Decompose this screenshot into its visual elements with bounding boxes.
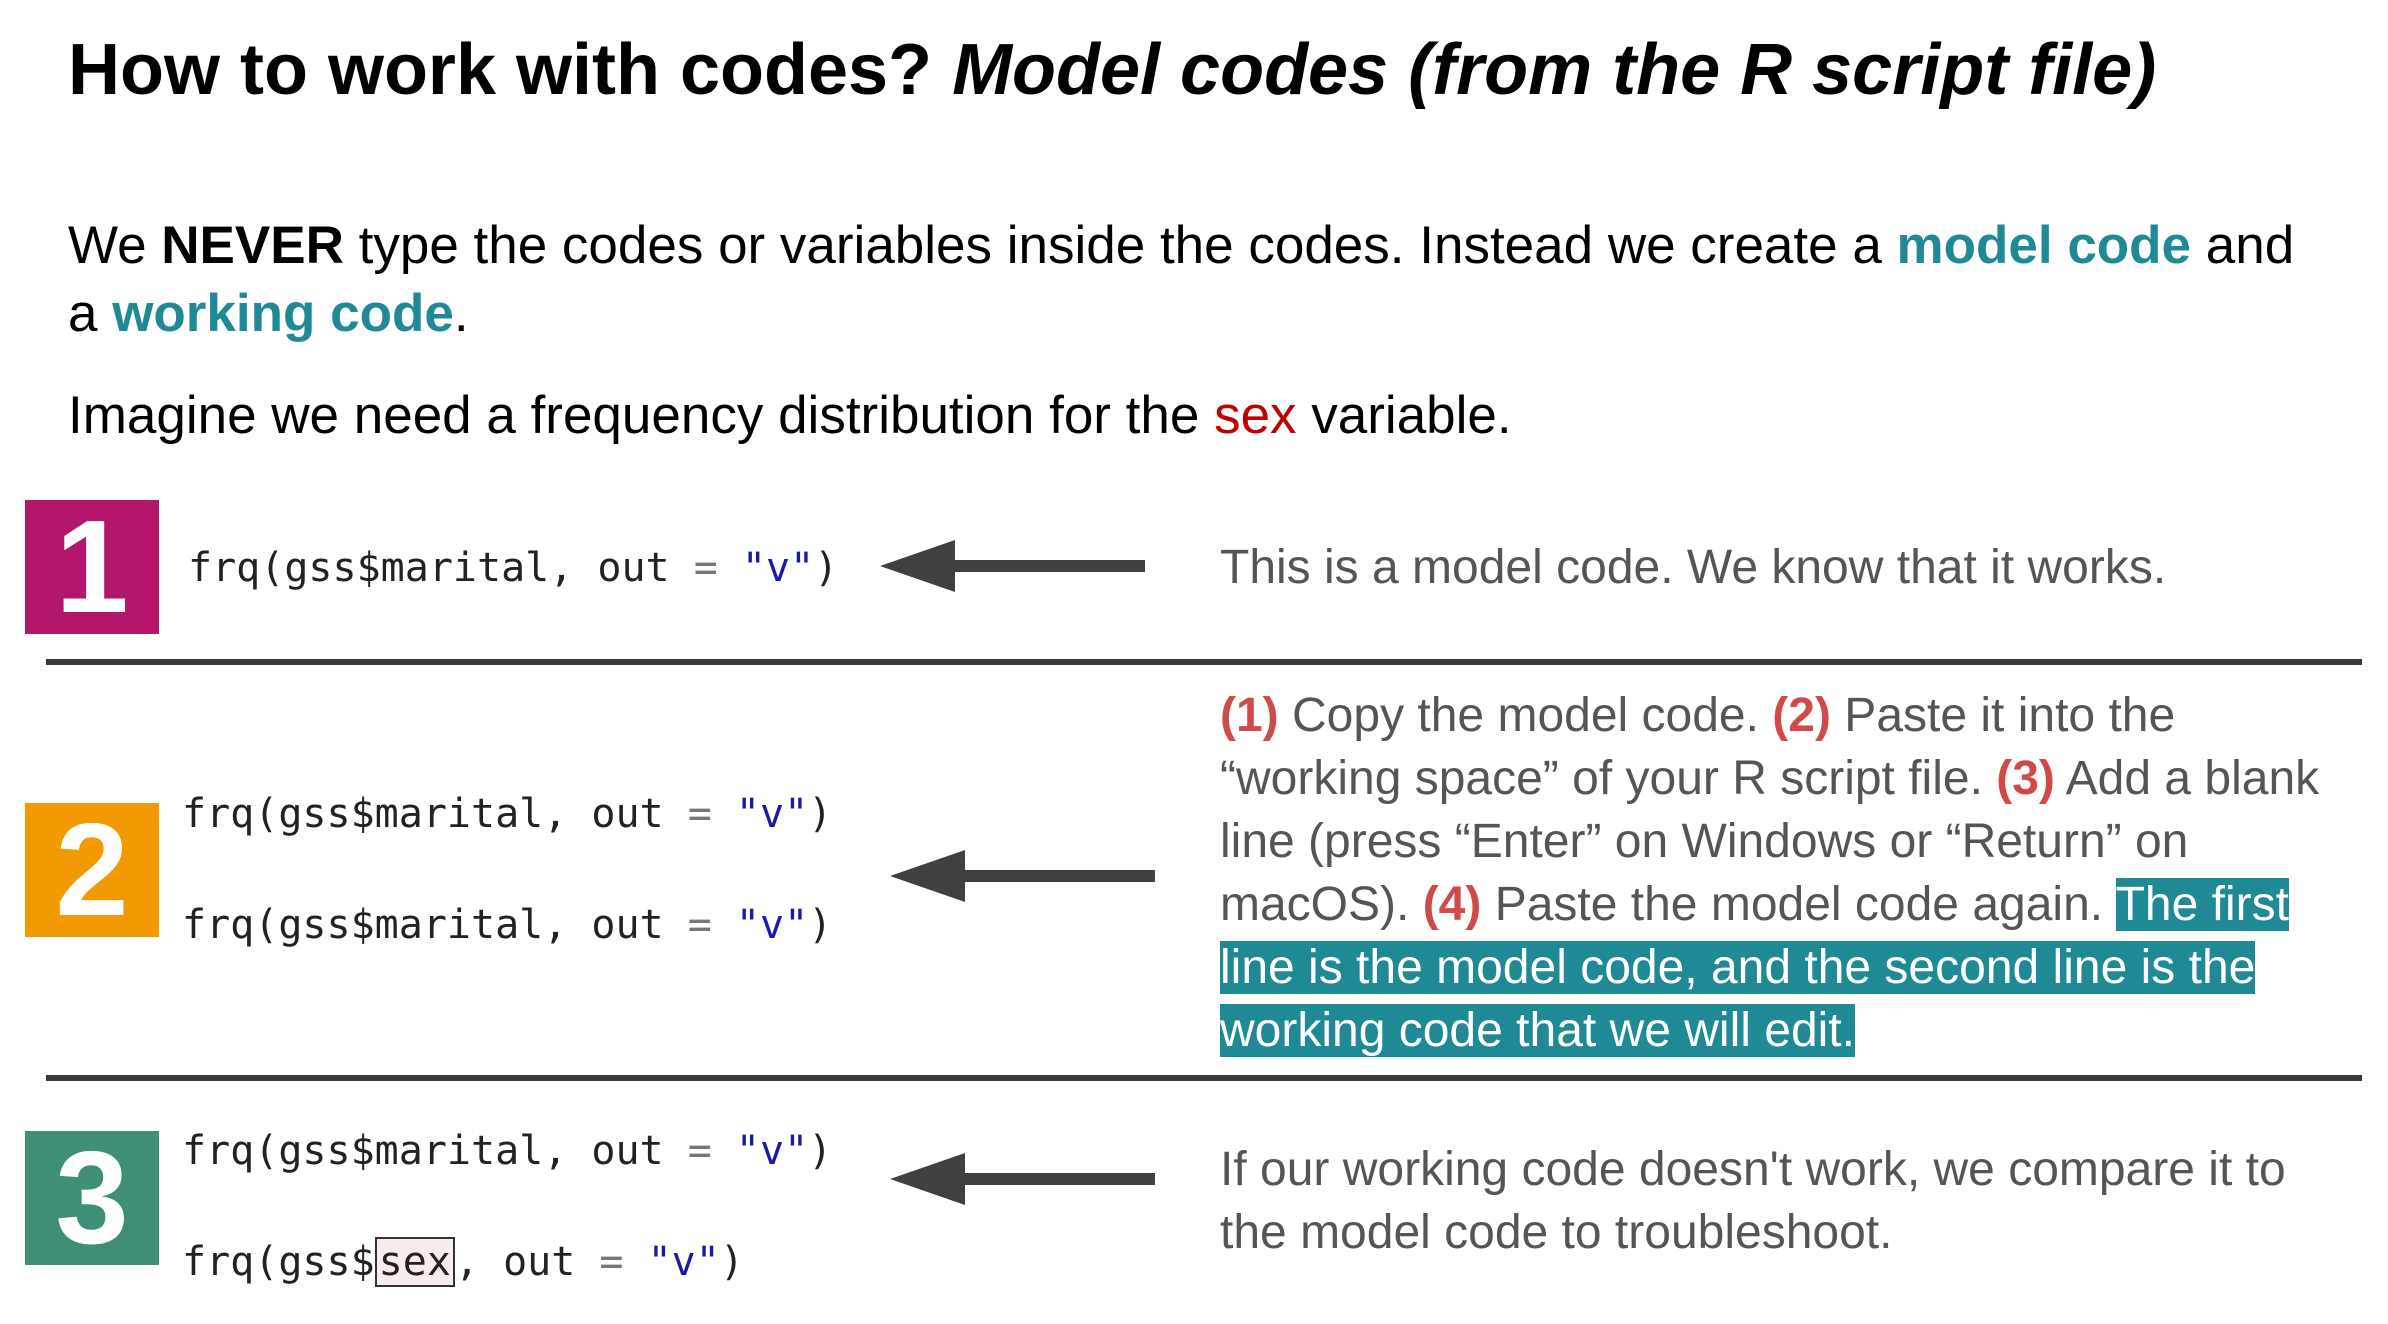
code-text: , out <box>454 1239 600 1285</box>
code-text: ) <box>719 1239 744 1285</box>
code-string: "v" <box>741 545 815 591</box>
step-1-model-code: frq(gss$marital, out = "v") <box>188 540 838 596</box>
intro-text: . <box>453 284 469 343</box>
code-text: frq(gss$marital, out <box>182 1128 688 1174</box>
code-operator: = <box>687 1128 712 1174</box>
step-text: Paste it into the “working space” of you… <box>1220 689 2176 805</box>
divider <box>46 659 2362 665</box>
never-emphasis: NEVER <box>161 216 344 275</box>
code-string: "v" <box>735 791 809 837</box>
code-text: ) <box>808 902 833 948</box>
left-arrow-icon <box>890 1153 1155 1205</box>
left-arrow-icon <box>880 540 1145 592</box>
code-text: ) <box>808 791 833 837</box>
step-text: Paste the model code again. <box>1481 878 2116 931</box>
step-1-badge: 1 <box>25 500 159 634</box>
step-3-description: If our working code doesn't work, we com… <box>1220 1143 2286 1259</box>
code-string: "v" <box>647 1239 720 1285</box>
intro-text: We <box>68 216 162 275</box>
step-text: Add a blank line (press “Enter” on Windo… <box>1220 752 2320 931</box>
title-plain: How to work with codes? <box>68 30 933 110</box>
code-operator: = <box>693 545 718 591</box>
step-2-working-code: frq(gss$marital, out = "v") <box>182 897 832 953</box>
step-2-description: (1) Copy the model code. (2) Paste it in… <box>1220 684 2360 1062</box>
step-3-working-code: frq(gss$sex, out = "v") <box>182 1234 744 1290</box>
divider <box>46 1075 2362 1081</box>
code-text: ) <box>814 545 839 591</box>
model-code-term: model code <box>1896 216 2192 275</box>
title-italic: Model codes (from the R script file) <box>952 30 2157 110</box>
intro-paragraph-1: We NEVER type the codes or variables ins… <box>68 212 2338 348</box>
code-string: "v" <box>735 902 809 948</box>
code-text: frq(gss$ <box>182 1239 375 1285</box>
code-text: frq(gss$marital, out <box>188 545 694 591</box>
working-code-term: working code <box>112 284 454 343</box>
left-arrow-icon <box>890 850 1155 902</box>
step-number: (2) <box>1772 689 1831 742</box>
edited-variable: sex <box>374 1237 455 1287</box>
step-text: Copy the model code. <box>1278 689 1773 742</box>
page-title: How to work with codes? Model codes (fro… <box>68 22 2156 118</box>
intro-text: variable. <box>1296 386 1512 445</box>
step-3-badge: 3 <box>25 1131 159 1265</box>
code-string: "v" <box>735 1128 809 1174</box>
step-3-model-code: frq(gss$marital, out = "v") <box>182 1123 832 1179</box>
intro-text: Imagine we need a frequency distribution… <box>68 386 1215 445</box>
intro-text: and a <box>68 216 2295 343</box>
step-2-model-code: frq(gss$marital, out = "v") <box>182 786 832 842</box>
sex-variable-term: sex <box>1214 386 1297 445</box>
code-operator: = <box>687 902 712 948</box>
step-number: (3) <box>1996 752 2055 805</box>
code-text: frq(gss$marital, out <box>182 902 688 948</box>
intro-text: type the codes or variables inside the c… <box>343 216 1897 275</box>
step-1-description: This is a model code. We know that it wo… <box>1220 541 2167 594</box>
step-2-badge: 2 <box>25 803 159 937</box>
step-number: (4) <box>1422 878 1482 931</box>
code-operator: = <box>599 1239 624 1285</box>
intro-paragraph-2: Imagine we need a frequency distribution… <box>68 382 2338 450</box>
code-text: ) <box>808 1128 833 1174</box>
code-text: frq(gss$marital, out <box>182 791 688 837</box>
step-number: (1) <box>1220 689 1279 742</box>
code-operator: = <box>687 791 712 837</box>
